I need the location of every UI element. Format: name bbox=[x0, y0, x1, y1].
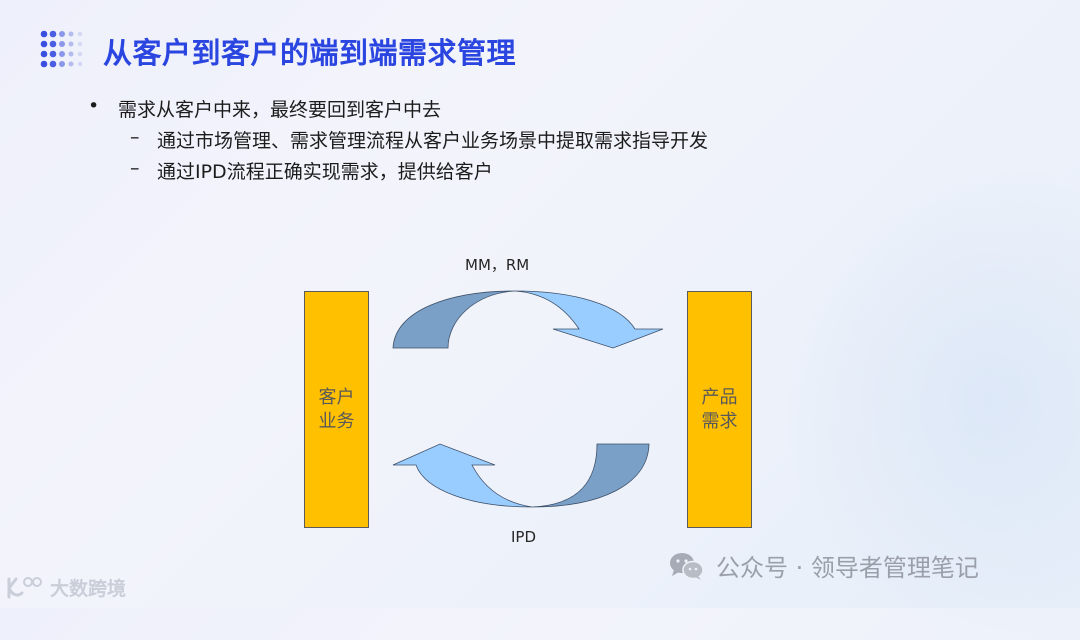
bottom-arrow-label: IPD bbox=[511, 528, 537, 546]
product-requirements-label: 产品需求 bbox=[701, 386, 738, 432]
sub-bullet-marker: – bbox=[130, 157, 140, 179]
watermark-wechat-text: 公众号 · 领导者管理笔记 bbox=[716, 554, 979, 582]
slide-title: 从客户到客户的端到端需求管理 bbox=[103, 36, 517, 70]
logo-icon bbox=[7, 576, 42, 598]
sub-bullet-marker: – bbox=[130, 126, 140, 148]
bottom-arrow-head bbox=[392, 443, 533, 508]
bottom-arrow-dark-segment bbox=[531, 443, 650, 508]
top-arrow-label: MM，RM bbox=[465, 256, 530, 274]
dot-grid-icon bbox=[40, 30, 83, 68]
watermark-brand-text: 大数跨境 bbox=[50, 578, 127, 600]
background-glow bbox=[780, 160, 1080, 640]
product-requirements-box: 产品需求 bbox=[687, 291, 752, 528]
customer-business-box: 客户业务 bbox=[304, 291, 369, 528]
bullet-marker: • bbox=[88, 95, 100, 117]
sub-bullet-text: 通过IPD流程正确实现需求，提供给客户 bbox=[157, 161, 493, 183]
top-arrow-dark-segment bbox=[392, 290, 516, 349]
bullet-text: 需求从客户中来，最终要回到客户中去 bbox=[118, 99, 442, 121]
watermark-wechat: 公众号 · 领导者管理笔记 bbox=[668, 548, 979, 583]
sub-bullet-text: 通过市场管理、需求管理流程从客户业务场景中提取需求指导开发 bbox=[157, 130, 709, 152]
cycle-arrows bbox=[392, 290, 664, 508]
watermark-brand: 大数跨境 bbox=[6, 574, 126, 601]
wechat-icon bbox=[670, 552, 704, 580]
customer-business-label: 客户业务 bbox=[318, 386, 355, 432]
top-arrow-head bbox=[514, 290, 664, 349]
